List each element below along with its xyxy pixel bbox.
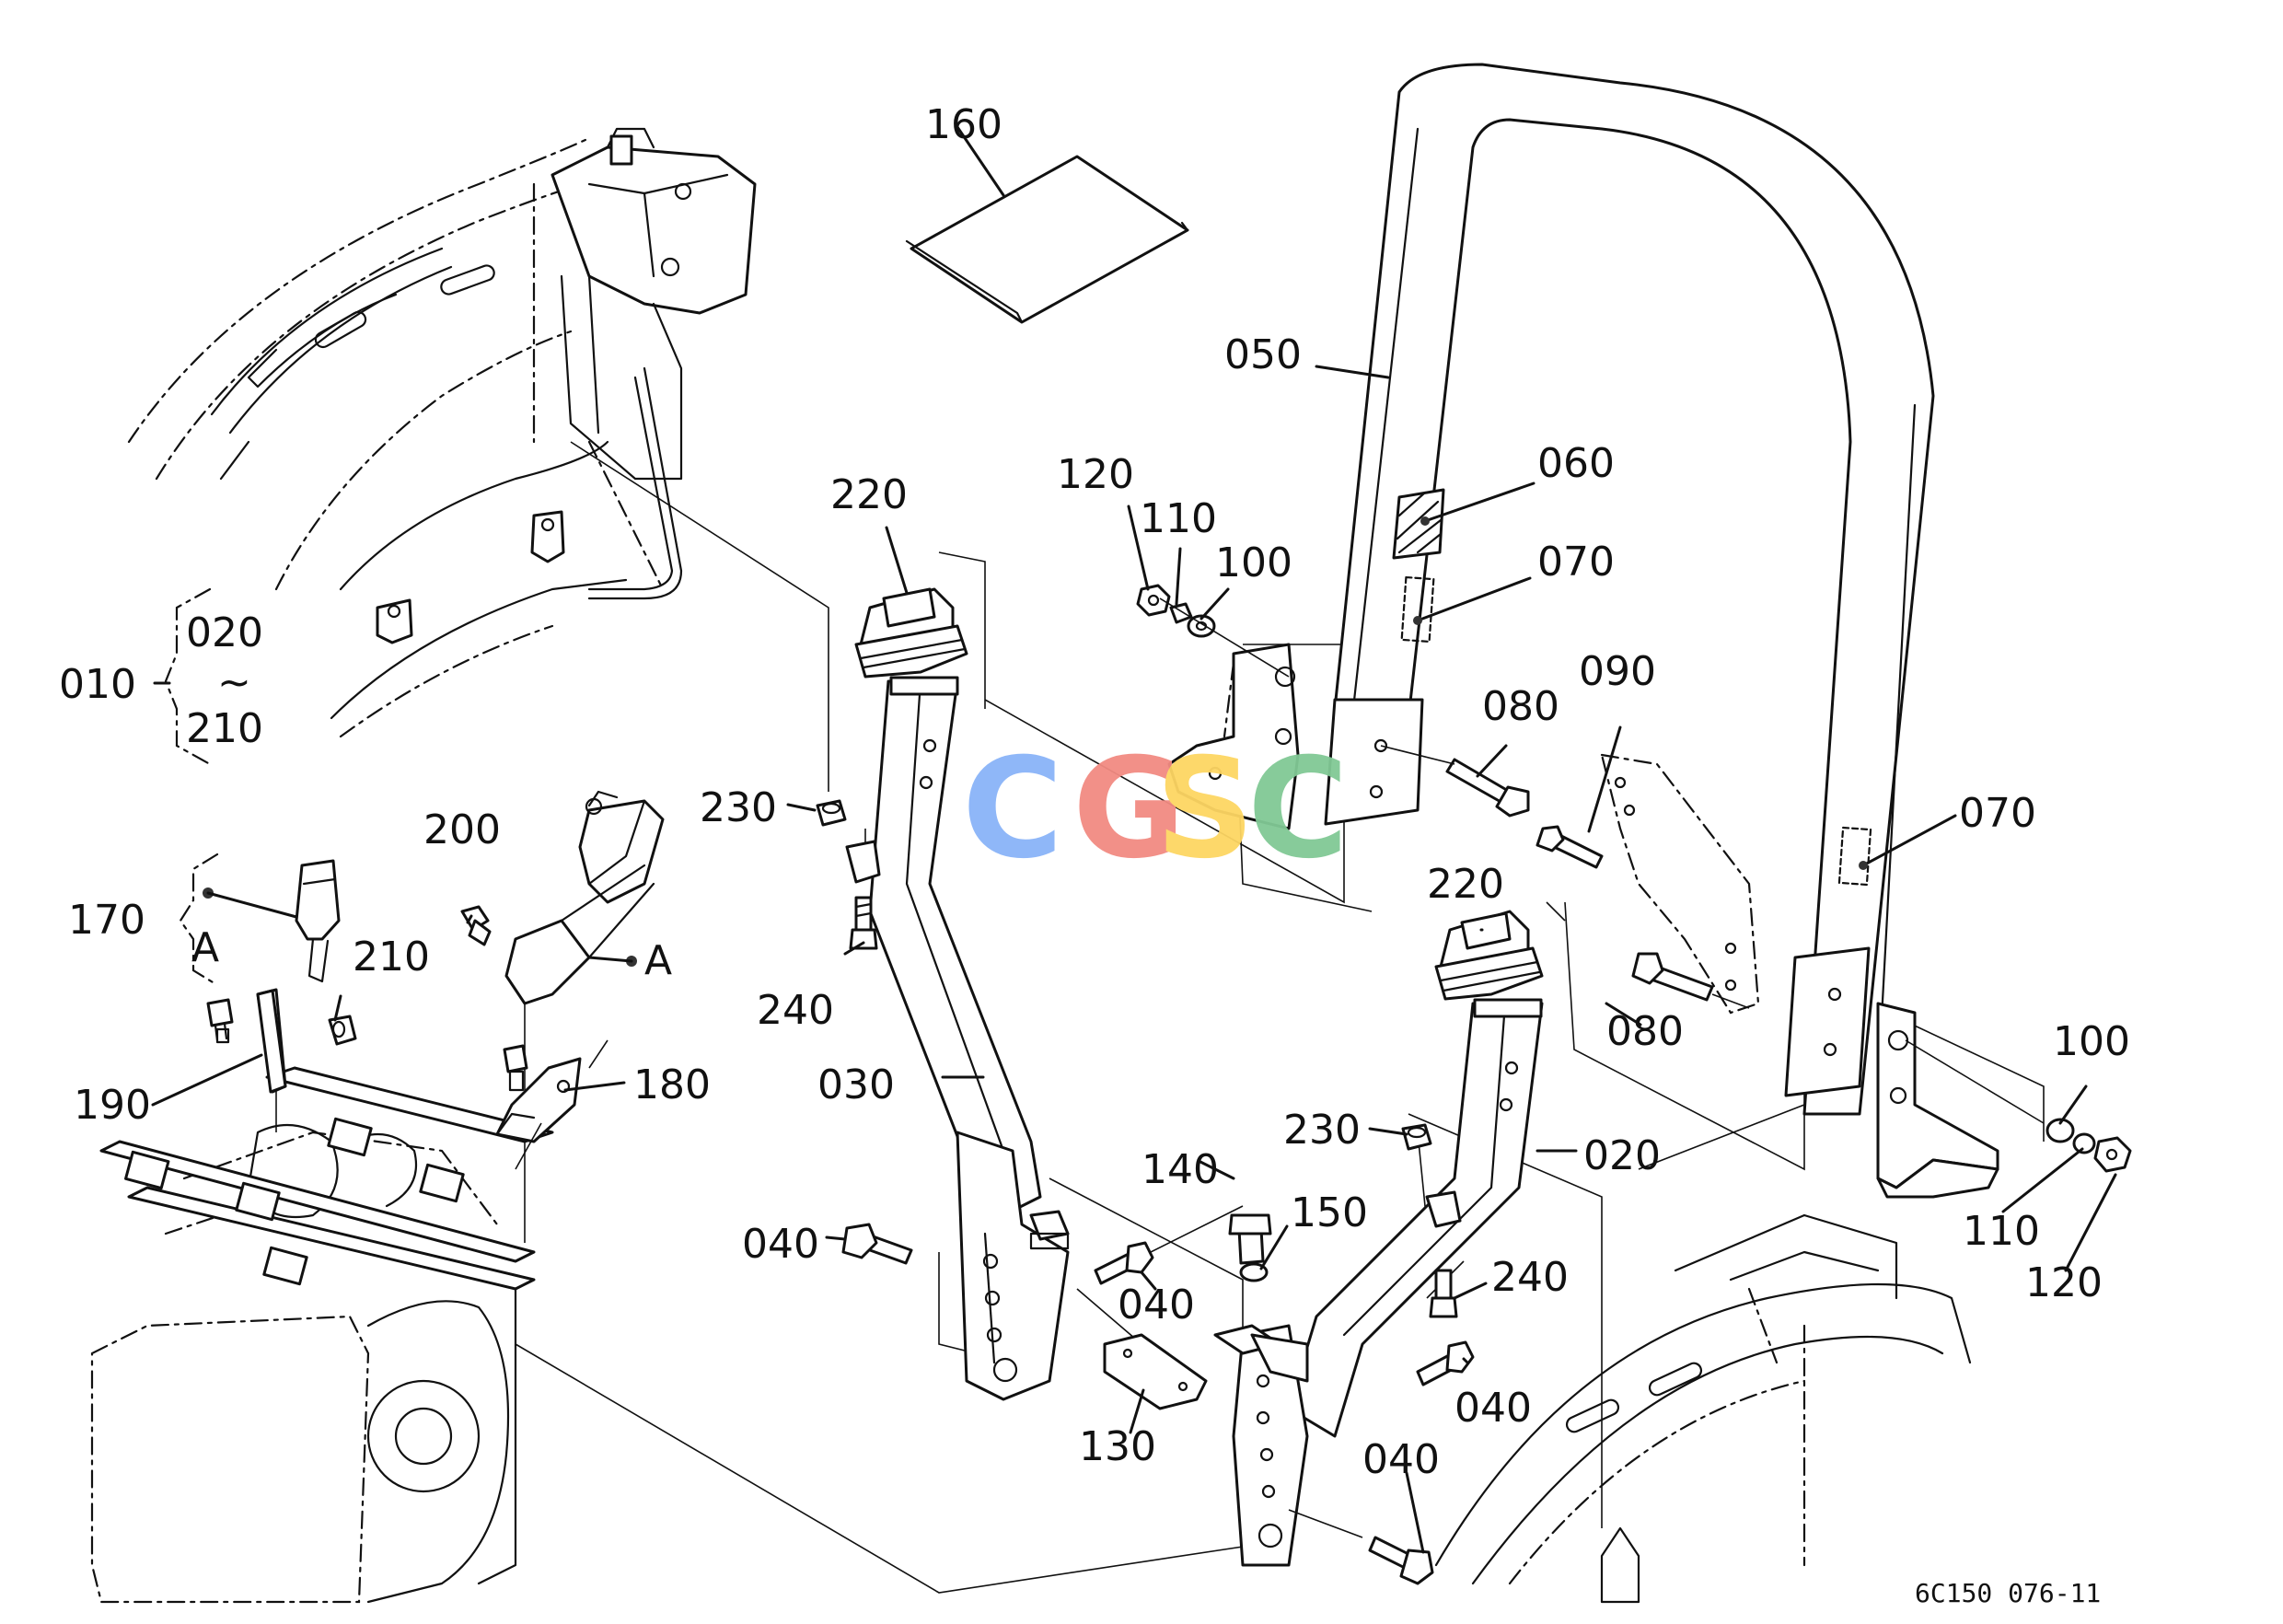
part-label-110: 110 — [1963, 1208, 2040, 1255]
watermark-letter: G — [1072, 729, 1186, 889]
watermark-letter: S — [1155, 729, 1255, 889]
part-label-150: 150 — [1291, 1189, 1368, 1236]
part-label-240: 240 — [757, 987, 834, 1034]
sub-reference-letter: A — [191, 924, 219, 971]
part-label-060: 060 — [1537, 440, 1615, 487]
watermark-letter: C — [962, 729, 1063, 889]
part-label-100: 100 — [2053, 1018, 2130, 1065]
left-mount-bracket-part — [1136, 584, 1530, 830]
part-label-080: 080 — [1482, 683, 1559, 730]
left-post-part — [816, 587, 1208, 1410]
group-range-from: 020 — [186, 609, 263, 656]
rear-fender-outline — [1434, 1213, 1972, 1604]
right-post-part — [1213, 910, 1544, 1585]
part-label-180: 180 — [633, 1061, 711, 1108]
part-label-040: 040 — [1118, 1282, 1195, 1328]
part-label-200: 200 — [423, 806, 501, 853]
part-label-190: 190 — [74, 1082, 151, 1129]
group-range-to: 210 — [186, 705, 263, 752]
part-number-labels: 160 050 060 070 120 110 100 220 080 090 … — [59, 101, 2130, 1608]
watermark-letter: C — [1247, 729, 1349, 889]
lower-right-bracket-part — [1876, 1002, 2132, 1199]
part-label-240: 240 — [1491, 1254, 1569, 1301]
part-label-110: 110 — [1140, 495, 1217, 542]
part-label-140: 140 — [1142, 1146, 1219, 1193]
part-label-050: 050 — [1224, 331, 1302, 378]
part-label-040: 040 — [1362, 1436, 1440, 1483]
part-label-100: 100 — [1215, 539, 1292, 586]
operators-manual-part — [905, 155, 1189, 324]
part-label-070: 070 — [1537, 539, 1615, 586]
connector-letter: A — [644, 937, 672, 984]
group-label-010: 010 — [59, 661, 136, 708]
part-label-230: 230 — [1283, 1107, 1361, 1154]
part-label-120: 120 — [1057, 451, 1134, 498]
cgsc-watermark: C G S C — [962, 729, 1349, 889]
part-label-040: 040 — [1454, 1385, 1532, 1432]
part-label-080: 080 — [1606, 1008, 1684, 1055]
part-label-030: 030 — [817, 1061, 895, 1108]
part-label-040: 040 — [742, 1221, 819, 1268]
part-label-070: 070 — [1959, 790, 2036, 837]
label-leader-lines — [151, 125, 2117, 1554]
tractor-body-outline — [127, 127, 757, 738]
part-label-090: 090 — [1579, 648, 1656, 695]
group-range-separator: ~ — [217, 659, 251, 706]
rops-upper-frame-part — [1324, 63, 1935, 1116]
transmission-outline — [90, 1066, 554, 1604]
seat-belt-parts — [206, 790, 665, 1170]
drawing-code: 6C150 076-11 — [1915, 1578, 2101, 1608]
part-label-220: 220 — [830, 471, 908, 518]
part-label-120: 120 — [2025, 1259, 2103, 1306]
part-label-130: 130 — [1079, 1423, 1156, 1470]
reference-brace-010 — [164, 587, 212, 766]
part-label-230: 230 — [700, 784, 777, 831]
part-label-020: 020 — [1583, 1132, 1661, 1179]
part-label-220: 220 — [1427, 861, 1504, 908]
part-label-210: 210 — [353, 934, 430, 980]
part-label-170: 170 — [68, 897, 145, 944]
right-mount-bracket-part — [1536, 753, 1760, 1015]
part-label-160: 160 — [925, 101, 1002, 148]
reference-brace-170 — [179, 853, 219, 987]
assembly-guide-lines — [275, 441, 2045, 1594]
